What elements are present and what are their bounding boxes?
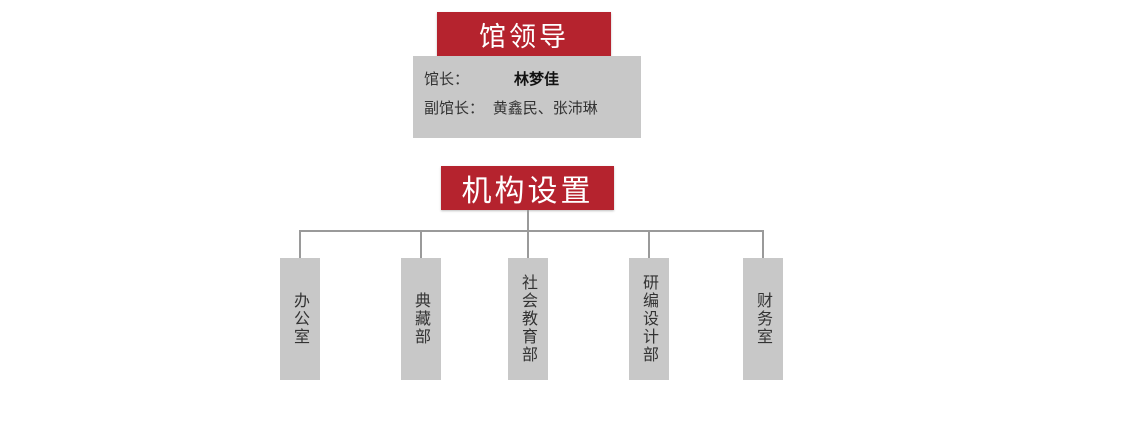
department-name: 研编设计部 (640, 274, 659, 364)
department-box: 财务室 (743, 258, 783, 380)
connector-trunk (527, 210, 529, 231)
connector-drop (527, 230, 529, 259)
department-name: 典藏部 (412, 292, 431, 346)
connector-drop (762, 230, 764, 259)
organization-header: 机构设置 (441, 166, 614, 210)
leadership-box: 馆长： 林梦佳 副馆长： 黄鑫民、张沛琳 (413, 56, 641, 138)
department-box: 典藏部 (401, 258, 441, 380)
director-label: 馆长： (424, 70, 470, 88)
director-name: 林梦佳 (514, 70, 560, 88)
deputy-names: 黄鑫民、张沛琳 (492, 99, 598, 117)
deputy-label: 副馆长： (424, 99, 485, 117)
department-box: 研编设计部 (629, 258, 669, 380)
deputy-row: 副馆长： 黄鑫民、张沛琳 (424, 97, 598, 118)
department-name: 办公室 (291, 292, 310, 346)
connector-bus (299, 230, 764, 232)
department-name: 社会教育部 (519, 274, 538, 364)
department-box: 办公室 (280, 258, 320, 380)
organization-title: 机构设置 (461, 174, 594, 209)
director-row: 馆长： 林梦佳 (424, 68, 559, 89)
department-name: 财务室 (754, 292, 773, 346)
connector-drop (420, 230, 422, 259)
connector-drop (648, 230, 650, 259)
leadership-title: 馆领导 (479, 21, 569, 53)
connector-drop (299, 230, 301, 259)
leadership-header: 馆领导 (437, 12, 611, 56)
department-box: 社会教育部 (508, 258, 548, 380)
